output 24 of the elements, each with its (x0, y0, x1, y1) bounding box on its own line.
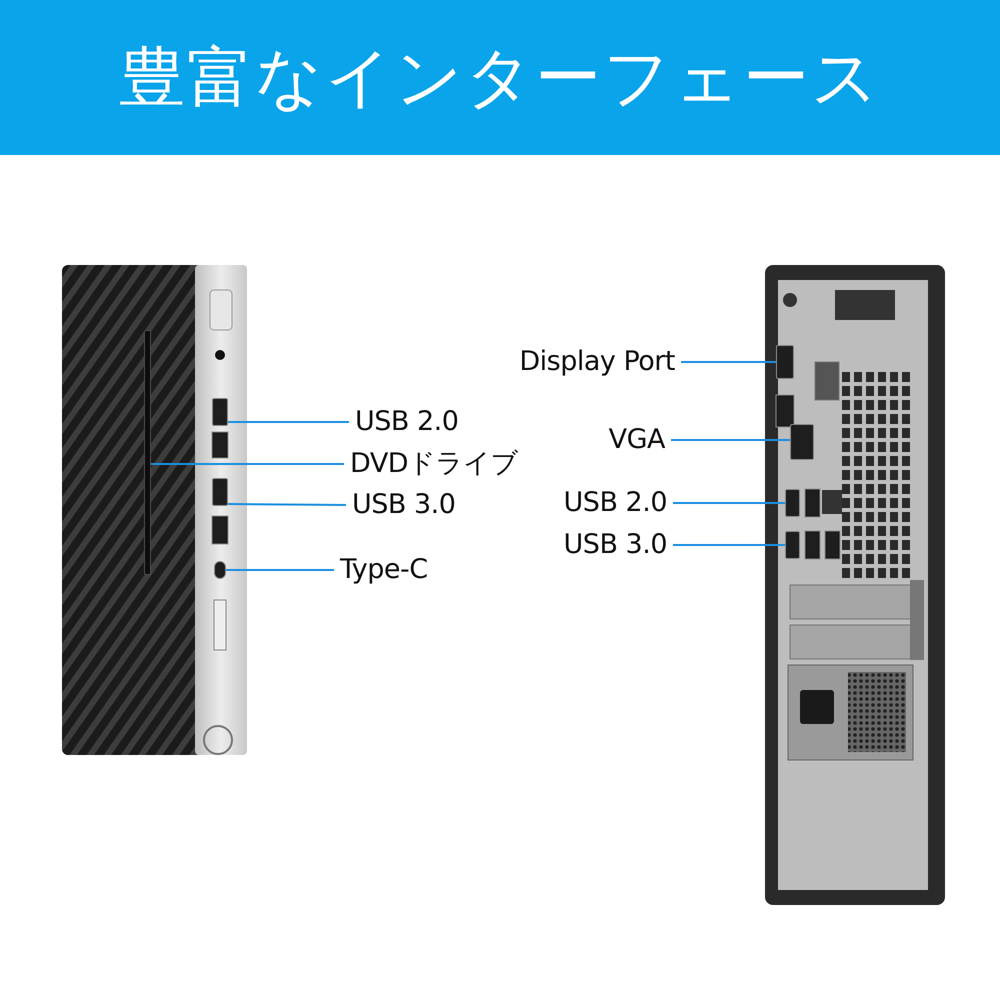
vga-port (790, 424, 814, 460)
leader-line (228, 503, 346, 506)
port-label: USB 2.0 (355, 402, 505, 442)
usb-port (212, 478, 228, 506)
usb-port (785, 531, 800, 559)
leader-line (673, 544, 785, 546)
leader-line (228, 421, 349, 423)
port-label: USB 3.0 (525, 525, 667, 565)
usb-port (212, 398, 228, 426)
port-label: USB 2.0 (525, 483, 667, 523)
port-label: DVDドライブ (350, 444, 540, 484)
port-label: VGA (545, 420, 665, 460)
port-label: Display Port (480, 342, 675, 382)
title: 豊富なインターフェース (119, 38, 881, 118)
leader-line (671, 439, 790, 441)
leader-line (673, 502, 785, 504)
leader-line (226, 569, 334, 571)
port-label: USB 3.0 (352, 485, 502, 525)
display-port (776, 345, 794, 379)
leader-line (151, 463, 344, 465)
port-label: Type-C (340, 550, 490, 590)
usb-port (785, 489, 800, 517)
dvd-slot (144, 330, 151, 575)
leader-line (681, 361, 776, 363)
